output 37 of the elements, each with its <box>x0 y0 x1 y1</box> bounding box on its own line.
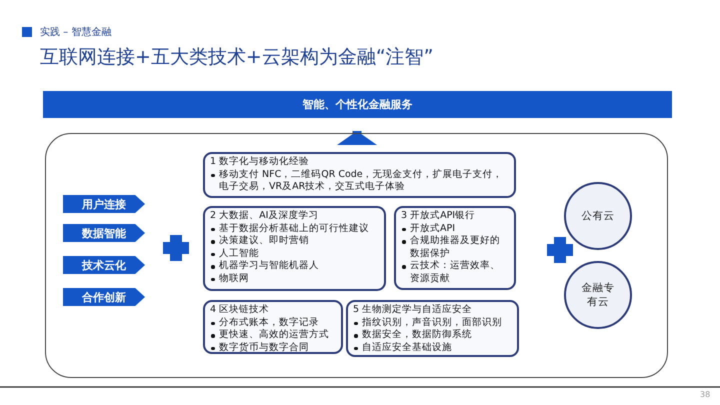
bullet-item: 移动支付 NFC，二维码QR Code，无现金支付，扩展电子支付，电子交易，VR及AR技术，交互式电子体验 <box>210 168 509 194</box>
section-label: 实践 – 智慧金融 <box>40 26 112 39</box>
chevron-tag: 技术云化 <box>63 256 145 274</box>
box-heading: 4 区块链技术 <box>210 304 270 316</box>
bullet-item: 基于数据分析基础上的可行性建议 <box>210 222 379 235</box>
bullet-item: 数据安全，数据防御系统 <box>353 329 512 342</box>
cloud-circle: 公有云 <box>564 182 632 250</box>
bullet-item: 指纹识别，声音识别，面部识别 <box>353 316 512 329</box>
bullet-item: 自适应安全基础设施 <box>353 342 512 354</box>
bullet-item: 云技术：运营效率、资源贡献 <box>401 260 509 285</box>
rounded-panel <box>45 133 668 378</box>
info-box <box>346 300 519 357</box>
info-box <box>203 152 516 198</box>
bullet-item: 合规助推器及更好的数据保护 <box>401 235 509 260</box>
info-box <box>203 300 343 354</box>
bullet-item: 分布式账本，数字记录 <box>210 316 336 329</box>
bullet-item: 数字货币与数字合同 <box>210 342 336 354</box>
bullet-item: 开放式API <box>401 222 509 235</box>
chevron-tag: 用户连接 <box>63 195 145 213</box>
arrow <box>337 131 377 145</box>
bullet-item: 物联网 <box>210 272 379 285</box>
box-heading: 5 生物测定学与自适应安全 <box>353 304 474 316</box>
cloud-circle: 金融专有云 <box>564 261 632 329</box>
box-heading: 2 大数据、AI及深度学习 <box>210 210 320 222</box>
bullet-item: 更快速、高效的运营方式 <box>210 329 336 342</box>
chevron-tag: 数据智能 <box>63 224 145 242</box>
bullet-item: 决策建议、即时营销 <box>210 235 379 248</box>
info-box <box>203 206 386 291</box>
bullet-item: 人工智能 <box>210 248 379 260</box>
box-heading: 3 开放式API银行 <box>401 210 476 222</box>
service-banner: 智能、个性化金融服务 <box>43 91 672 118</box>
box-heading: 1 数字化与移动化经验 <box>210 156 310 168</box>
bullet-item: 机器学习与智能机器人 <box>210 260 379 272</box>
info-box <box>394 206 516 290</box>
slide-title: 互联网连接+五大类技术+云架构为金融“注智” <box>40 45 434 70</box>
page-number: 38 <box>700 390 710 399</box>
chevron-tag: 合作创新 <box>63 288 145 306</box>
